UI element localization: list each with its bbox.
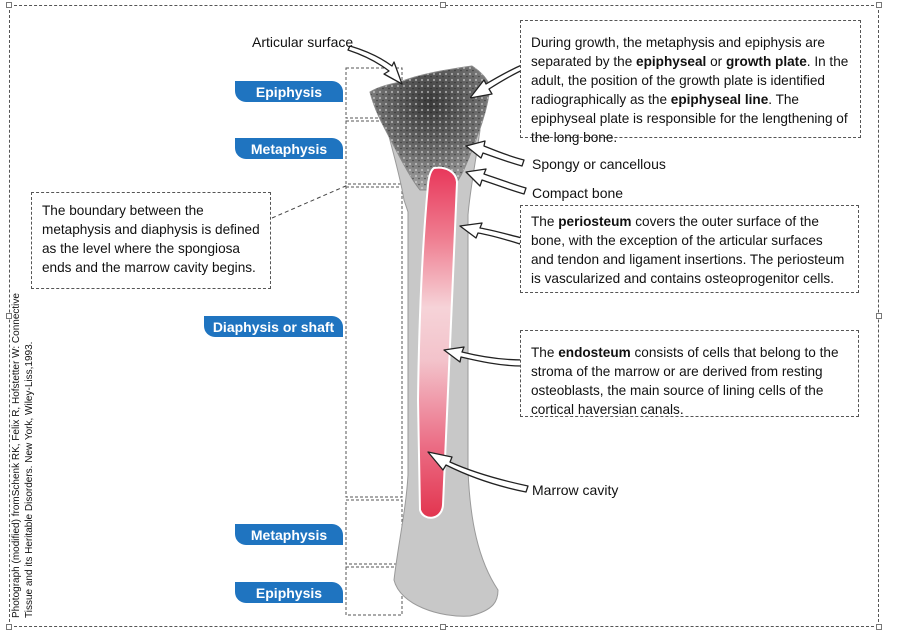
- resize-handle-bottom-center[interactable]: [440, 624, 446, 630]
- resize-handle-top-left[interactable]: [6, 2, 12, 8]
- region-epiphysis-bottom: Epiphysis: [235, 582, 343, 603]
- note-endosteum-text-1: The: [531, 345, 559, 360]
- marrow-cavity: [416, 166, 459, 519]
- resize-handle-top-right[interactable]: [876, 2, 882, 8]
- note-periosteum-bold-1: periosteum: [558, 214, 632, 229]
- label-spongy: Spongy or cancellous: [532, 156, 666, 172]
- note-endosteum-bold-1: endosteum: [558, 345, 631, 360]
- resize-handle-middle-right[interactable]: [876, 313, 882, 319]
- note-periosteum-text-1: The: [531, 214, 559, 229]
- note-periosteum-text-2: covers the outer surface of the bone, wi…: [531, 214, 845, 286]
- note-boundary: The boundary between the metaphysis and …: [31, 192, 271, 289]
- arrow-spongy: [465, 140, 525, 167]
- note-growth-text-2: or: [706, 54, 726, 69]
- region-metaphysis-top: Metaphysis: [235, 138, 343, 159]
- arrow-marrow-cavity: [427, 451, 529, 493]
- arrow-compact-bone: [465, 168, 527, 195]
- resize-handle-top-center[interactable]: [440, 2, 446, 8]
- arrow-periosteum: [459, 222, 523, 245]
- resize-handle-bottom-right[interactable]: [876, 624, 882, 630]
- region-epiphysis-top: Epiphysis: [235, 81, 343, 102]
- note-endosteum: The endosteum consists of cells that bel…: [520, 330, 859, 417]
- note-growth-text-3: . In the adult, the position of the grow…: [531, 54, 849, 107]
- note-growth-bold-2: growth plate: [725, 54, 807, 69]
- arrow-growth-plate: [469, 63, 528, 99]
- label-articular-surface: Articular surface: [252, 34, 354, 50]
- photo-credit: Photograph (modified) fromSchenk RK, Fel…: [11, 293, 35, 618]
- boundary-leader-line: [271, 184, 349, 219]
- resize-handle-bottom-left[interactable]: [6, 624, 12, 630]
- note-growth-bold-1: epiphyseal: [636, 54, 707, 69]
- note-growth-text-1: During growth, the metaphysis and epiphy…: [531, 35, 825, 69]
- label-marrow-cavity: Marrow cavity: [532, 482, 619, 498]
- region-metaphysis-bottom: Metaphysis: [235, 524, 343, 545]
- note-endosteum-text-2: consists of cells that belong to the str…: [531, 345, 839, 417]
- spongy-texture: [370, 66, 490, 190]
- arrow-articular-surface: [347, 45, 403, 85]
- note-periosteum: The periosteum covers the outer surface …: [520, 205, 859, 293]
- resize-handle-middle-left[interactable]: [6, 313, 12, 319]
- note-growth-plate: During growth, the metaphysis and epiphy…: [520, 20, 861, 145]
- note-growth-text-4: . The epiphyseal plate is responsible fo…: [531, 92, 848, 145]
- pointer-arrows: [347, 45, 529, 493]
- note-boundary-text: The boundary between the metaphysis and …: [42, 203, 260, 275]
- note-growth-bold-3: epiphyseal line: [670, 92, 769, 107]
- label-compact-bone: Compact bone: [532, 185, 624, 201]
- region-diaphysis: Diaphysis or shaft: [204, 316, 343, 337]
- arrow-endosteum: [443, 346, 525, 367]
